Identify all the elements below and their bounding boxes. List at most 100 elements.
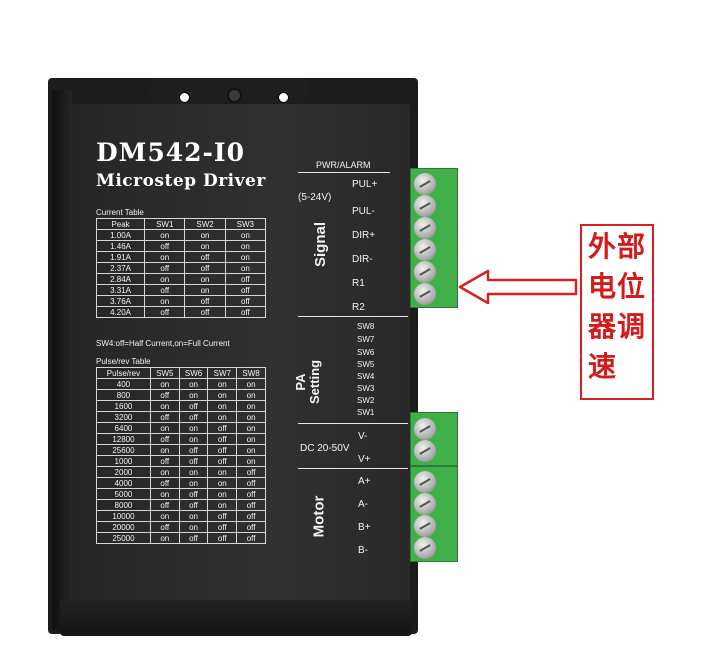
table-header-cell: SW6 [178, 367, 209, 379]
power-terminal-block [410, 412, 458, 466]
table-cell: off [207, 433, 238, 445]
table-cell: off [149, 499, 180, 511]
table-cell: off [144, 284, 186, 296]
table-cell: off [207, 510, 238, 522]
table-cell: on [149, 378, 180, 390]
mount-hole-right [277, 91, 290, 104]
table-header-cell: SW7 [207, 367, 238, 379]
table-cell: off [236, 466, 266, 478]
table-cell: off [178, 411, 209, 423]
table-cell: off [207, 444, 238, 456]
pin-label: DIR+ [352, 230, 376, 241]
table-cell: on [178, 389, 209, 401]
pin-label: V- [358, 431, 368, 442]
table-header-cell: Pulse/rev [96, 367, 151, 379]
table-cell: on [224, 240, 267, 252]
signal-group-label: Signal [312, 221, 330, 268]
pin-label: B- [358, 545, 368, 556]
pin-label: SW6 [357, 348, 375, 357]
table-cell: on [149, 510, 180, 522]
table-cell: 4000 [96, 477, 151, 489]
terminal-screw-icon [414, 173, 436, 195]
table-cell: on [207, 389, 238, 401]
table-cell: off [184, 306, 226, 318]
table-cell: on [236, 389, 266, 401]
table-cell: on [236, 400, 266, 412]
table-cell: off [178, 400, 209, 412]
table-cell: on [224, 251, 267, 263]
callout-box: 外部 电位 器调 速 [580, 224, 654, 400]
table-cell: on [224, 262, 267, 274]
table-cell: on [207, 499, 238, 511]
table-cell: 1000 [96, 455, 151, 467]
table-cell: off [144, 262, 186, 274]
table-cell: off [207, 521, 238, 533]
motor-group-label: Motor [310, 495, 328, 538]
table-cell: on [207, 400, 238, 412]
table-cell: 6400 [96, 422, 151, 434]
table-cell: off [178, 444, 209, 456]
pin-label: A- [358, 499, 368, 510]
table-cell: on [149, 488, 180, 500]
terminal-screw-icon [414, 261, 436, 283]
pin-label: SW1 [357, 408, 375, 417]
pin-label: SW8 [357, 322, 375, 331]
table-cell: 20000 [96, 521, 151, 533]
dc-range-label: DC 20-50V [300, 443, 350, 454]
table-header-cell: SW3 [224, 218, 267, 230]
table-cell: off [184, 295, 226, 307]
pin-label: A+ [358, 476, 371, 487]
terminal-screw-icon [414, 537, 436, 559]
pin-label: PUL+ [352, 179, 378, 190]
pin-label: PUL- [352, 206, 375, 217]
table-cell: on [207, 378, 238, 390]
terminal-screw-icon [414, 515, 436, 537]
product-subtitle: Microstep Driver [96, 171, 266, 191]
terminal-screw-icon [414, 283, 436, 305]
table-cell: on [149, 400, 180, 412]
table-cell: on [149, 466, 180, 478]
table-cell: off [224, 284, 267, 296]
table-cell: on [149, 444, 180, 456]
callout-line: 器调 [588, 310, 647, 343]
pwr-alarm-label: PWR/ALARM [316, 160, 371, 170]
table-cell: off [236, 499, 266, 511]
table-cell: 25600 [96, 444, 151, 456]
housing-side [52, 90, 72, 630]
pin-label: SW4 [357, 372, 375, 381]
table-cell: 3200 [96, 411, 151, 423]
table-cell: off [144, 240, 186, 252]
table-cell: 400 [96, 378, 151, 390]
table-cell: 2000 [96, 466, 151, 478]
table-cell: 1.91A [95, 251, 146, 263]
table-cell: on [207, 466, 238, 478]
table-cell: on [149, 532, 180, 544]
table-cell: off [178, 488, 209, 500]
table-cell: off [178, 532, 209, 544]
table-cell: on [144, 295, 186, 307]
table-header-cell: Peak [95, 218, 146, 230]
table-cell: off [178, 455, 209, 467]
table-cell: 8000 [96, 499, 151, 511]
terminal-screw-icon [414, 418, 436, 440]
table-cell: on [236, 422, 266, 434]
table-cell: 1.46A [95, 240, 146, 252]
table-cell: on [178, 422, 209, 434]
housing-bottom [60, 600, 412, 636]
table-cell: on [178, 433, 209, 445]
table-cell: off [149, 521, 180, 533]
divider [298, 316, 408, 317]
current-table-caption: Current Table [96, 208, 144, 217]
pin-label: SW7 [357, 335, 375, 344]
